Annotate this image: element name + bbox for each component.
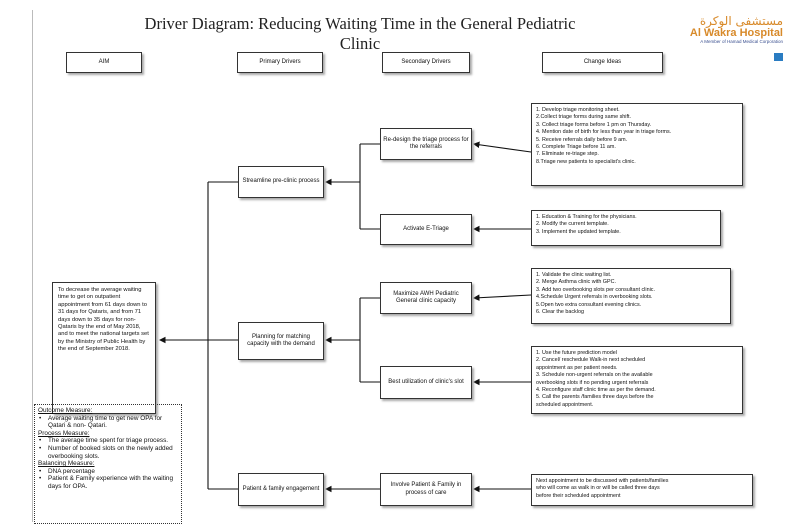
change-idea-item: before their scheduled appointment	[536, 492, 621, 499]
change-idea-item: overbooking slots if no pending urgent r…	[536, 379, 649, 386]
logo-arabic-text: مستشفى الوكرة	[699, 14, 783, 28]
measure-item: Average waiting time to get new OPA for …	[38, 415, 178, 430]
diagram-title: Driver Diagram: Reducing Waiting Time in…	[144, 14, 576, 53]
measure-item: DNA percentage	[38, 468, 178, 476]
change-idea-item: 1. Develop triage monitoring sheet.	[536, 107, 620, 113]
aim-statement: To decrease the average waiting time to …	[52, 282, 156, 414]
change-idea-item: 5.Open two extra consultant evening clin…	[536, 301, 642, 308]
change-idea-item: 4. Reconfigure staff clinic time as per …	[536, 387, 656, 394]
measure-item: Number of booked slots on the newly adde…	[38, 445, 178, 460]
change-ideas-3: 1. Validate the clinic waiting list. 2. …	[531, 268, 731, 324]
change-ideas-5: Next appointment to be discussed with pa…	[531, 474, 753, 506]
change-ideas-2: 1. Education & Training for the physicia…	[531, 210, 721, 246]
change-idea-item: Next appointment to be discussed with pa…	[536, 478, 669, 484]
measure-item: Patient & Family experience with the wai…	[38, 475, 178, 490]
outcome-measure-heading: Outcome Measure:	[38, 407, 93, 414]
change-idea-item: appointment as per patient needs.	[536, 364, 618, 371]
change-idea-item: 5. Call the parents /families three days…	[536, 394, 654, 401]
logo-tagline: A Member of Hamad Medical Corporation	[700, 39, 783, 44]
change-idea-item: 5. Receive referrals daily before 9 am.	[536, 136, 628, 143]
header-primary-drivers: Primary Drivers	[237, 52, 323, 73]
change-idea-item: 2.Collect triage forms during same shift…	[536, 114, 631, 121]
process-measure-heading: Process Measure:	[38, 429, 90, 437]
change-idea-item: 3. Collect triage forms before 1 pm on T…	[536, 121, 652, 128]
change-idea-item: 4.Schedule Urgent referrals in overbooki…	[536, 294, 653, 301]
change-idea-item: 3. Implement the updated template.	[536, 228, 621, 235]
change-idea-item: 6. Clear the backlog	[536, 309, 584, 316]
measures-box: Outcome Measure: Average waiting time to…	[34, 404, 182, 524]
change-idea-item: 7. Eliminate re-triage step.	[536, 151, 599, 158]
change-idea-item: 4. Mention date of birth for less than y…	[536, 129, 672, 136]
primary-driver-2: Planning for matching capacity with the …	[238, 322, 324, 360]
change-idea-item: who will come as walk in or will be call…	[536, 485, 660, 492]
change-ideas-1: 1. Develop triage monitoring sheet. 2.Co…	[531, 103, 743, 186]
measure-item: The average time spent for triage proces…	[38, 437, 178, 445]
secondary-driver-5: Involve Patient & Family in process of c…	[380, 473, 472, 506]
arrow-change-1	[472, 141, 532, 153]
change-idea-item: 3. Add two overbooking slots per consult…	[536, 286, 655, 293]
page-frame	[32, 10, 783, 522]
change-idea-item: 1. Validate the clinic waiting list.	[536, 272, 612, 278]
header-change-ideas: Change Ideas	[542, 52, 663, 73]
hospital-logo: مستشفى الوكرة Al Wakra Hospital A Member…	[655, 14, 783, 61]
header-secondary-drivers: Secondary Drivers	[382, 52, 470, 73]
change-idea-item: scheduled appointment.	[536, 401, 594, 408]
change-idea-item: 1. Education & Training for the physicia…	[536, 214, 637, 220]
change-idea-item: 1. Use the future prediction model	[536, 350, 617, 356]
hmc-logo-icon	[774, 53, 783, 61]
change-ideas-4: 1. Use the future prediction model 2. Ca…	[531, 346, 743, 414]
header-aim: AIM	[66, 52, 142, 73]
logo-english-text: Al Wakra Hospital	[689, 27, 783, 39]
change-idea-item: 2. Cancel/ reschedule Walk-in next sched…	[536, 357, 646, 364]
change-idea-item: 3. Schedule non-urgent referrals on the …	[536, 372, 653, 379]
change-idea-item: 8.Triage new patients to specialist's cl…	[536, 158, 636, 165]
change-idea-item: 6. Complete Triage before 11 am.	[536, 144, 616, 151]
secondary-driver-4: Best utilization of clinic's slot	[380, 366, 472, 399]
balancing-measure-heading: Balancing Measure:	[38, 460, 95, 468]
primary-driver-3: Patient & family engagement	[238, 473, 324, 506]
secondary-driver-1: Re-design the triage process for the ref…	[380, 128, 472, 160]
arrow-change-3	[472, 294, 532, 302]
change-idea-item: 2. Merge Asthma clinic with GPC.	[536, 279, 616, 286]
primary-driver-1: Streamline pre-clinic process	[238, 166, 324, 198]
secondary-driver-3: Maximize AWH Pediatric General clinic ca…	[380, 282, 472, 314]
change-idea-item: 2. Modify the current template.	[536, 221, 609, 228]
secondary-driver-2: Activate E-Triage	[380, 214, 472, 245]
